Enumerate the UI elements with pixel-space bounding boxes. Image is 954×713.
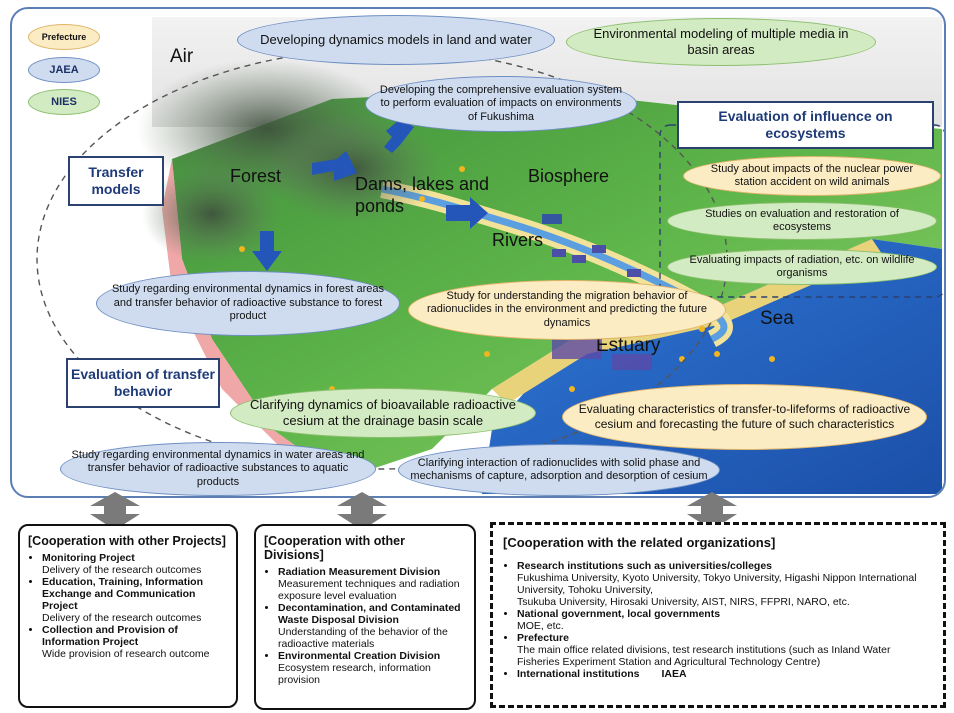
label-biosphere: Biosphere [528, 166, 610, 186]
blue-arrows [252, 119, 488, 271]
legend-jaea: JAEA [28, 57, 100, 83]
oval-migration-behavior: Study for understanding the migration be… [408, 280, 726, 340]
coop-organizations-title: [Cooperation with the related organizati… [503, 535, 776, 550]
oval-restoration: Studies on evaluation and restoration of… [667, 202, 937, 240]
list-item: Research institutions such as universiti… [517, 560, 933, 608]
double-arrow-icon [337, 492, 387, 530]
label-air: Air [170, 46, 194, 67]
heading-evaluation-ecosystems: Evaluation of influence on ecosystems [677, 101, 934, 149]
building [552, 249, 566, 257]
coop-projects-title: [Cooperation with other Projects] [28, 534, 226, 548]
list-item: National government, local governmentsMO… [517, 608, 933, 632]
double-arrow-icon [90, 492, 140, 530]
coop-organizations-box: [Cooperation with the related organizati… [490, 522, 946, 708]
heading-evaluation-transfer: Evaluation of transfer behavior [66, 358, 220, 408]
label-dams: Dams, lakes and ponds [355, 174, 490, 216]
label-sea: Sea [760, 308, 794, 329]
oval-solid-phase: Clarifying interaction of radionuclides … [398, 444, 720, 496]
list-item: Decontamination, and Contaminated Waste … [278, 602, 466, 650]
label-rivers: Rivers [492, 230, 544, 250]
double-arrow-icon [687, 492, 737, 530]
oval-wild-animals: Study about impacts of the nuclear power… [683, 156, 941, 196]
oval-dynamics-models: Developing dynamics models in land and w… [237, 15, 555, 65]
oval-water-dynamics: Study regarding environmental dynamics i… [60, 442, 376, 496]
oval-environmental-modeling: Environmental modeling of multiple media… [566, 18, 876, 66]
label-estuary: Estuary [596, 335, 661, 356]
legend-nies: NIES [28, 89, 100, 115]
label-forest: Forest [230, 166, 282, 186]
oval-bioavailable-cesium: Clarifying dynamics of bioavailable radi… [230, 388, 536, 438]
heading-transfer-models: Transfer models [68, 156, 164, 206]
list-item: Environmental Creation DivisionEcosystem… [278, 650, 466, 686]
list-item: Collection and Provision of Information … [42, 624, 228, 660]
oval-forest-dynamics: Study regarding environmental dynamics i… [96, 271, 400, 336]
oval-lifeforms-cesium: Evaluating characteristics of transfer-t… [562, 384, 927, 450]
coop-divisions-box: [Cooperation with other Divisions] Radia… [254, 524, 476, 710]
connector-arrows [90, 492, 737, 530]
list-item: Education, Training, Information Exchang… [42, 576, 228, 624]
oval-wildlife-radiation: Evaluating impacts of radiation, etc. on… [667, 249, 937, 285]
oval-comprehensive-evaluation: Developing the comprehensive evaluation … [365, 76, 637, 132]
coop-projects-box: [Cooperation with other Projects] Monito… [18, 524, 238, 708]
list-item: Radiation Measurement DivisionMeasuremen… [278, 566, 466, 602]
coop-divisions-title: [Cooperation with other Divisions] [264, 534, 405, 562]
legend-prefecture: Prefecture [28, 24, 100, 50]
